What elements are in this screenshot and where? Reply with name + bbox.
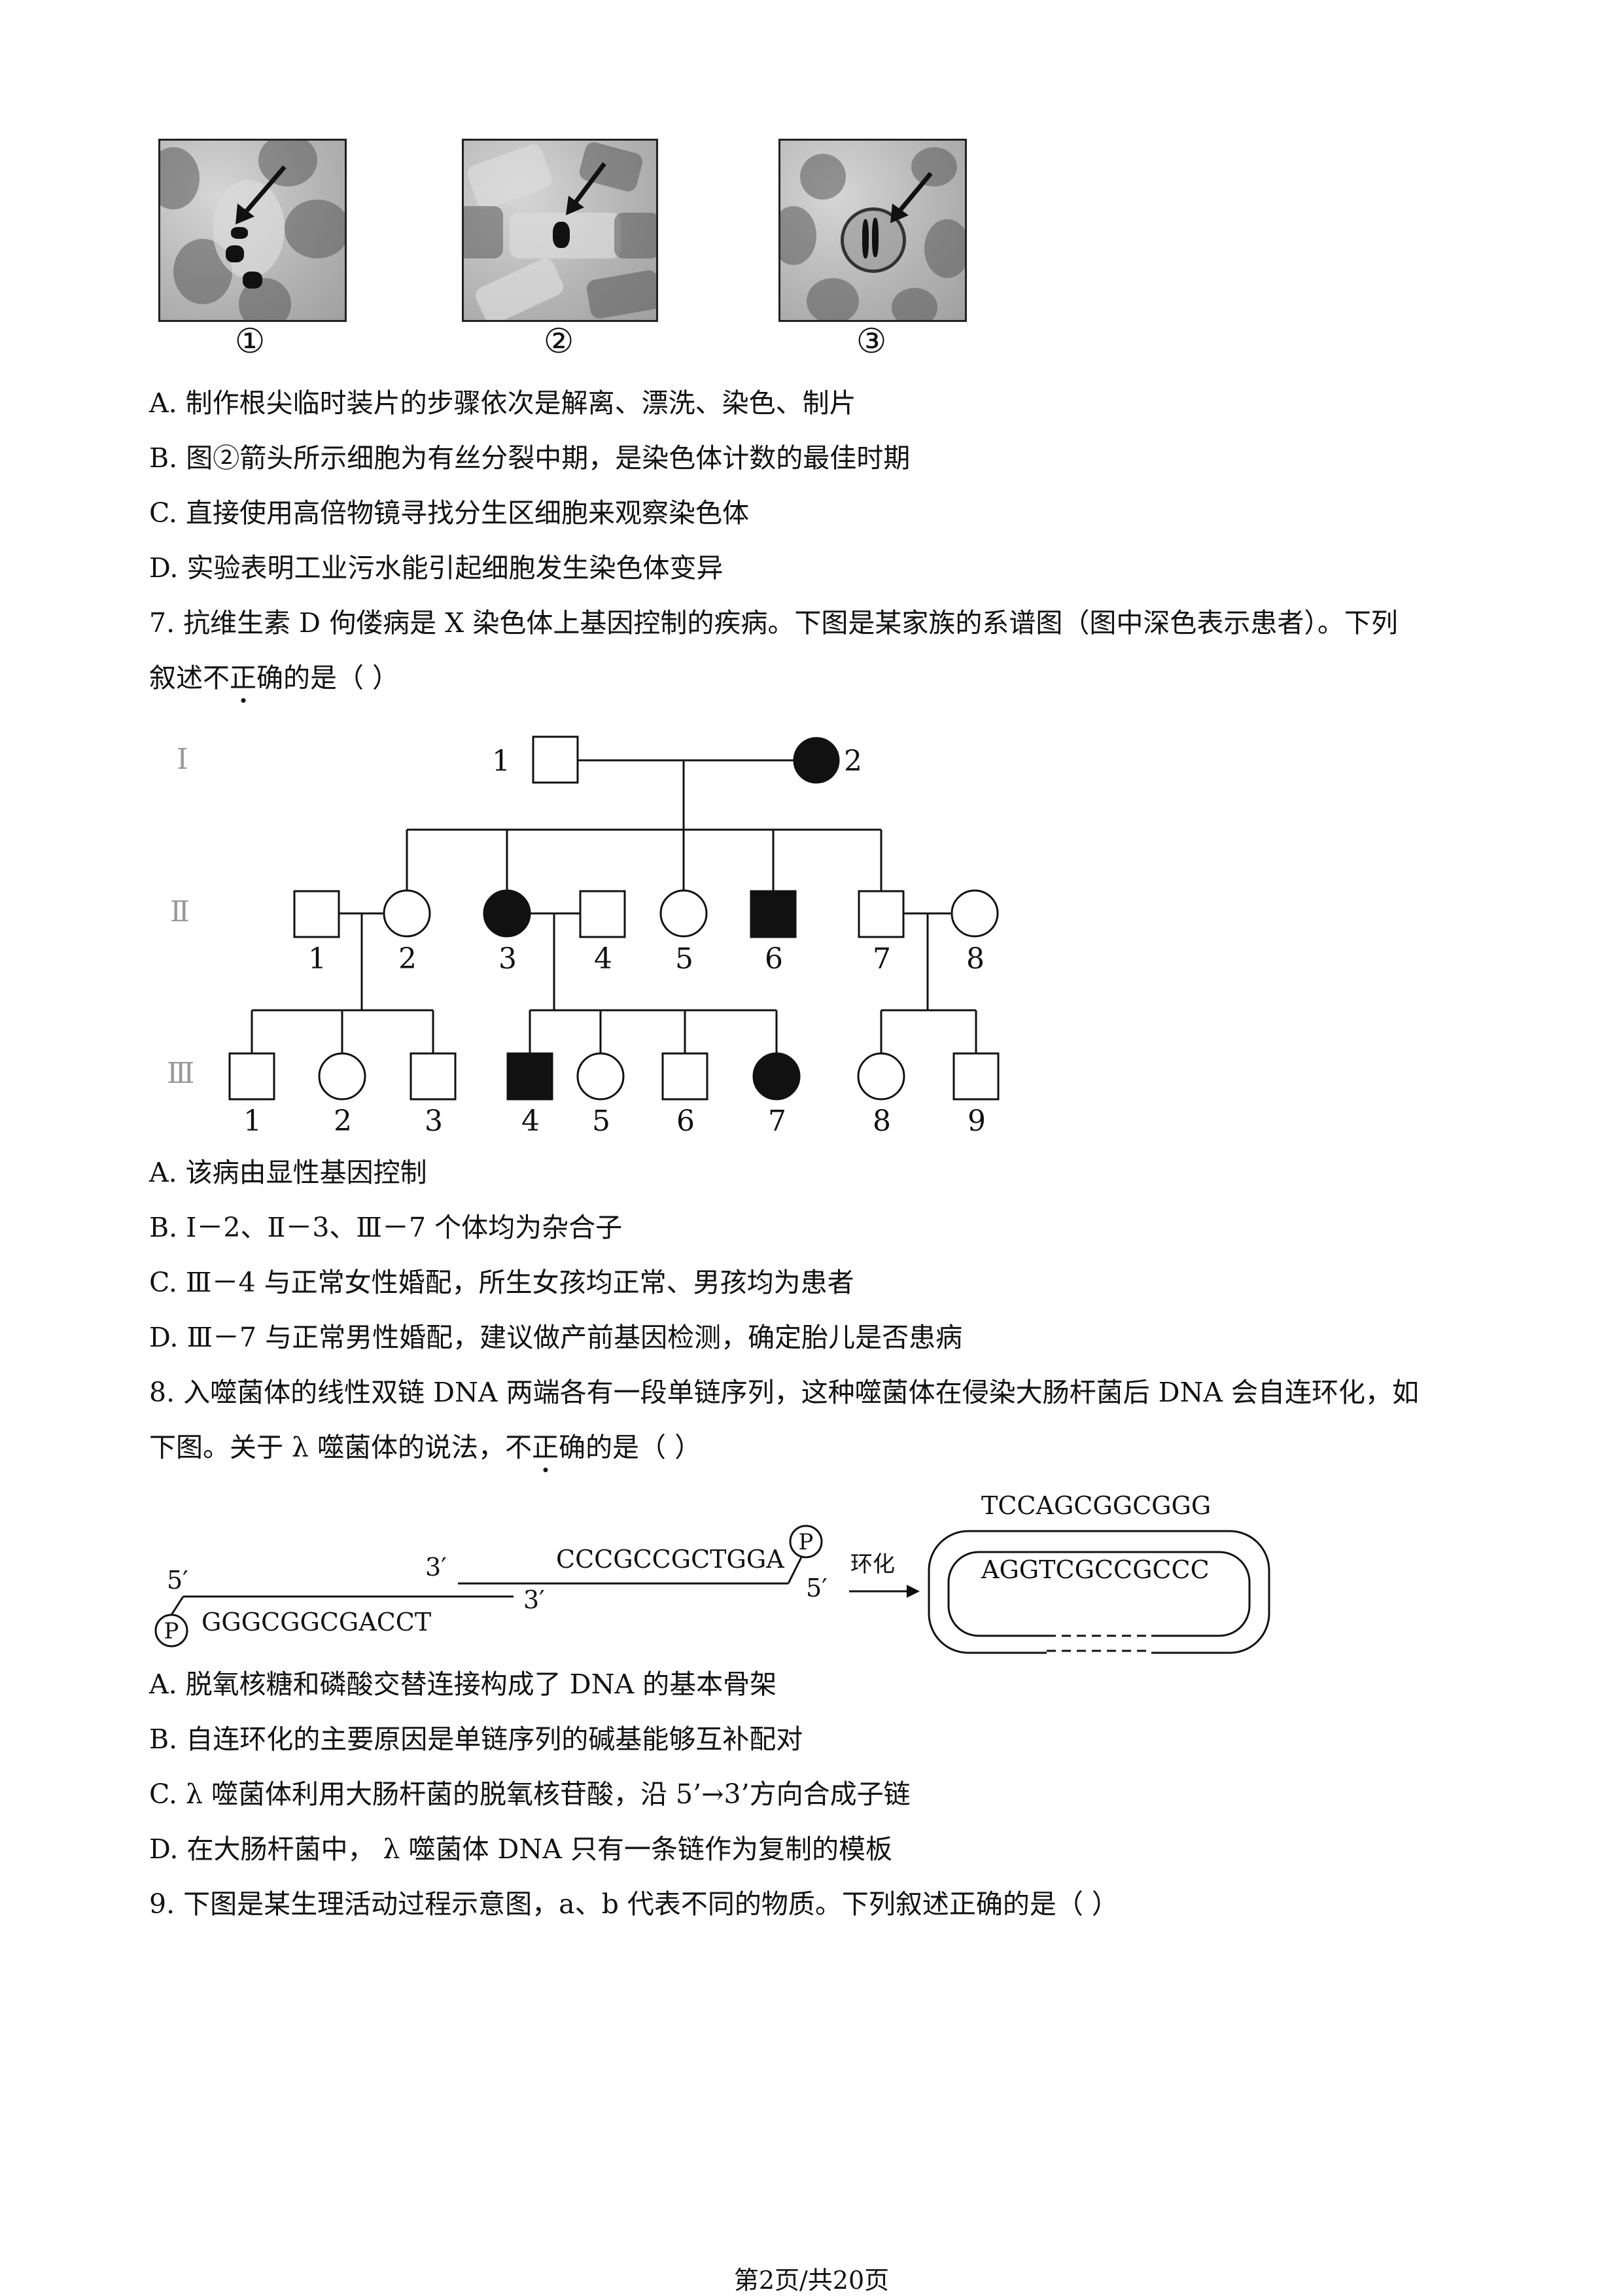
individual-number: 8 xyxy=(873,1104,891,1138)
five-prime-label: 5′ xyxy=(167,1566,188,1595)
figure-label-2: ② xyxy=(543,322,574,361)
q6-option-c: C. 直接使用高倍物镜寻找分生区细胞来观察染色体 xyxy=(149,497,749,529)
individual-number: 2 xyxy=(334,1104,352,1138)
female-affected xyxy=(483,889,531,938)
figure-label-3: ③ xyxy=(856,322,887,361)
phosphate-icon xyxy=(789,1525,823,1559)
individual-number: 9 xyxy=(968,1104,986,1138)
circularize-label: 环化 xyxy=(850,1551,895,1578)
individual-number: 6 xyxy=(765,942,783,976)
male-affected xyxy=(506,1052,553,1101)
individual-number: 5 xyxy=(675,942,693,976)
individual-number: 4 xyxy=(594,942,612,976)
female-normal xyxy=(951,889,999,938)
male-normal xyxy=(661,1052,708,1101)
q8-stem-line2: 下图。关于 λ 噬菌体的说法，不正确的是（ ） xyxy=(149,1432,702,1463)
female-affected xyxy=(752,1052,801,1101)
male-normal xyxy=(579,890,626,938)
q6-option-b: B. 图②箭头所示细胞为有丝分裂中期，是染色体计数的最佳时期 xyxy=(149,442,911,474)
q7-stem-line2: 叙述不正确的是（ ） xyxy=(149,662,400,694)
five-prime-label: 5′ xyxy=(806,1574,828,1602)
arrow-icon xyxy=(236,165,287,224)
q7-stem-line1: 7. 抗维生素 D 佝偻病是 X 染色体上基因控制的疾病。下图是某家族的系谱图（… xyxy=(149,607,1398,639)
q7-option-d: D. Ⅲ－7 与正常男性婚配，建议做产前基因检测，确定胎儿是否患病 xyxy=(149,1322,963,1353)
individual-number: 5 xyxy=(592,1104,610,1138)
phosphate-label: P xyxy=(164,1618,179,1644)
arrow-icon xyxy=(566,162,606,215)
micrograph-2 xyxy=(462,139,658,322)
q8-option-d: D. 在大肠杆菌中， λ 噬菌体 DNA 只有一条链作为复制的模板 xyxy=(149,1833,892,1865)
arrow-icon xyxy=(890,171,933,223)
individual-number: 1 xyxy=(492,745,510,778)
individual-number: 4 xyxy=(521,1104,540,1138)
individual-number: 6 xyxy=(676,1104,695,1138)
q6-option-a: A. 制作根尖临时装片的步骤依次是解离、漂洗、染色、制片 xyxy=(149,387,856,419)
q7-option-a: A. 该病由显性基因控制 xyxy=(149,1157,427,1188)
female-normal xyxy=(318,1052,366,1101)
figure-label-1: ① xyxy=(234,322,266,361)
individual-number: 7 xyxy=(768,1104,786,1138)
ring-inner-sequence: AGGTCGCCGCCC xyxy=(981,1555,1210,1584)
page-number: 第2页/共20页 xyxy=(733,2266,890,2295)
three-prime-label: 3′ xyxy=(425,1553,447,1581)
male-normal xyxy=(532,735,579,784)
q7-emphasis: 不正确 xyxy=(203,662,283,694)
generation-label: Ⅰ xyxy=(177,743,188,776)
top-strand-sequence: CCCGCCGCTGGA xyxy=(556,1545,784,1574)
q9-stem-line1: 9. 下图是某生理活动过程示意图，a、b 代表不同的物质。下列叙述正确的是（ ） xyxy=(149,1888,1119,1920)
male-normal xyxy=(228,1052,275,1101)
individual-number: 1 xyxy=(308,942,326,976)
q8-stem-line1: 8. 入噬菌体的线性双链 DNA 两端各有一段单链序列，这种噬菌体在侵染大肠杆菌… xyxy=(149,1377,1419,1408)
micrograph-3 xyxy=(778,139,967,322)
q8-option-b: B. 自连环化的主要原因是单链序列的碱基能够互补配对 xyxy=(149,1723,803,1755)
generation-label: Ⅱ xyxy=(170,895,190,928)
individual-number: 2 xyxy=(844,745,862,778)
female-normal xyxy=(659,889,708,938)
individual-number: 3 xyxy=(425,1104,443,1138)
individual-number: 3 xyxy=(498,942,517,976)
individual-number: 2 xyxy=(398,942,417,976)
q8-option-a: A. 脱氧核糖和磷酸交替连接构成了 DNA 的基本骨架 xyxy=(149,1669,777,1700)
phosphate-icon xyxy=(154,1614,188,1648)
female-affected xyxy=(793,737,840,784)
bottom-strand-sequence: GGGCGGCGACCT xyxy=(201,1608,431,1636)
micrograph-1 xyxy=(158,139,347,322)
q6-option-d: D. 实验表明工业污水能引起细胞发生染色体变异 xyxy=(149,552,724,584)
male-normal xyxy=(410,1052,457,1101)
individual-number: 1 xyxy=(243,1104,262,1138)
q8-option-c: C. λ 噬菌体利用大肠杆菌的脱氧核苷酸，沿 5’→3’方向合成子链 xyxy=(149,1778,911,1810)
three-prime-label: 3′ xyxy=(523,1585,545,1614)
individual-number: 7 xyxy=(873,942,891,976)
generation-label: Ⅲ xyxy=(167,1057,194,1090)
q7-option-c: C. Ⅲ－4 与正常女性婚配，所生女孩均正常、男孩均为患者 xyxy=(149,1267,854,1298)
male-affected xyxy=(750,890,797,938)
q8-emphasis: 不正确 xyxy=(505,1432,586,1463)
phosphate-label: P xyxy=(799,1529,814,1555)
ring-outer-sequence: TCCAGCGGCGGG xyxy=(981,1491,1211,1520)
male-normal xyxy=(293,890,340,938)
arrow-head-icon xyxy=(907,1585,920,1598)
q7-option-b: B. Ⅰ－2、Ⅱ－3、Ⅲ－7 个体均为杂合子 xyxy=(149,1212,623,1243)
male-normal xyxy=(858,890,905,938)
female-normal xyxy=(857,1052,905,1101)
individual-number: 8 xyxy=(966,942,985,976)
female-normal xyxy=(383,889,431,938)
male-normal xyxy=(952,1052,1000,1101)
female-normal xyxy=(576,1052,625,1101)
